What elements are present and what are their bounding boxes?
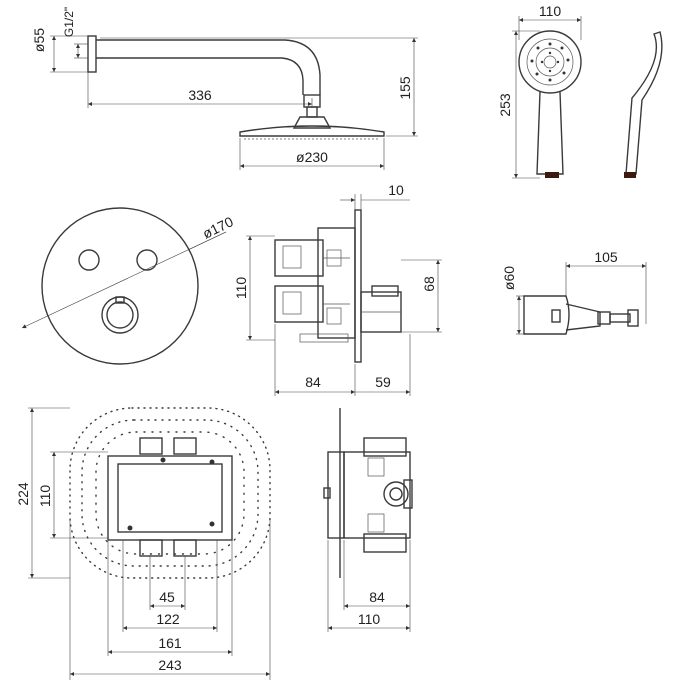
wall-flange bbox=[87, 35, 97, 73]
hand-shower-side bbox=[625, 31, 663, 175]
shower-head bbox=[239, 125, 385, 137]
hand-shower-head bbox=[518, 30, 582, 94]
box-port-top-1 bbox=[139, 437, 163, 455]
dim-depth-right: 59 bbox=[375, 374, 391, 390]
dim-side-depth-110: 110 bbox=[358, 611, 381, 627]
control-panel-side: 10 110 68 84 59 bbox=[233, 182, 442, 396]
lower-mixer bbox=[274, 285, 324, 323]
dim-box-inner-height: 110 bbox=[37, 485, 53, 508]
cover-plate bbox=[354, 209, 362, 363]
dim-hand-width: 110 bbox=[539, 3, 562, 19]
box-port-bottom-2 bbox=[173, 539, 197, 557]
dim-outlet-dia: ø60 bbox=[501, 266, 517, 290]
push-button-2 bbox=[136, 249, 158, 271]
dim-box-width-243: 243 bbox=[158, 657, 182, 673]
dim-box-width-161: 161 bbox=[158, 635, 182, 651]
upper-mixer bbox=[274, 239, 324, 277]
dim-head-dia: ø230 bbox=[296, 149, 328, 165]
concealed-box-side: 84 110 bbox=[323, 408, 413, 632]
box-inlet-port bbox=[383, 481, 409, 507]
box-port-top-2 bbox=[173, 437, 197, 455]
holder-arm bbox=[609, 313, 631, 323]
handle-tip-side bbox=[624, 172, 636, 178]
dim-cartridge-height: 68 bbox=[421, 276, 437, 292]
push-button-1 bbox=[78, 249, 100, 271]
dim-depth-left: 84 bbox=[305, 374, 321, 390]
hand-shower-view: 110 253 bbox=[497, 3, 663, 179]
dim-outlet-length: 105 bbox=[594, 249, 618, 265]
dim-plate-thickness: 10 bbox=[388, 182, 404, 198]
dim-box-total-height: 224 bbox=[15, 482, 31, 506]
mounting-frame-perforation bbox=[69, 407, 271, 579]
box-side-body bbox=[343, 451, 411, 539]
shower-arm-view: ø55 G1/2" 336 155 ø230 bbox=[31, 7, 418, 170]
dim-arm-height: 155 bbox=[397, 76, 413, 100]
concealed-box-front: 224 110 45 122 161 243 bbox=[15, 407, 271, 680]
box-body bbox=[107, 455, 233, 541]
dim-side-depth-84: 84 bbox=[369, 589, 385, 605]
dim-thread: G1/2" bbox=[62, 7, 76, 37]
outlet-body bbox=[523, 295, 570, 335]
dim-inlet-dia: ø55 bbox=[31, 28, 47, 52]
control-panel-front: ø170 bbox=[21, 207, 236, 365]
hand-shower-handle bbox=[536, 91, 564, 175]
ball-joint bbox=[306, 106, 318, 118]
arm-tube-bottom bbox=[96, 57, 304, 95]
dim-plate-dia: ø170 bbox=[200, 213, 236, 241]
dim-arm-length: 336 bbox=[188, 87, 212, 103]
nozzle-pattern bbox=[530, 42, 570, 82]
arm-tube-top bbox=[96, 39, 321, 95]
holder-clip bbox=[627, 309, 639, 327]
head-neck bbox=[292, 116, 332, 129]
wall-outlet-view: ø60 105 bbox=[501, 249, 647, 335]
dim-hand-length: 253 bbox=[497, 93, 513, 117]
outlet-bolt bbox=[551, 309, 561, 323]
valve-body bbox=[317, 227, 356, 339]
dim-port-spacing: 45 bbox=[159, 589, 175, 605]
dim-body-height: 110 bbox=[233, 277, 249, 300]
control-plate bbox=[41, 207, 199, 365]
box-port-bottom-1 bbox=[139, 539, 163, 557]
outlet-spout bbox=[565, 303, 601, 331]
handle-tip bbox=[545, 172, 559, 178]
dim-box-width-122: 122 bbox=[156, 611, 180, 627]
